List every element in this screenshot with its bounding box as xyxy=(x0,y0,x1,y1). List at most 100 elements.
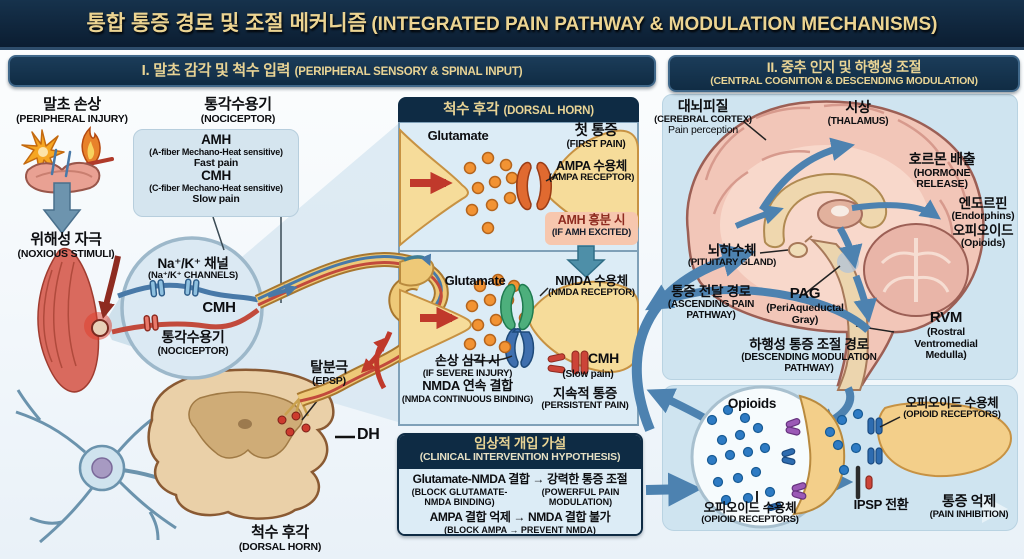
cmh-fiber-label: CMH xyxy=(196,299,242,317)
section2-header: II. 중추 인지 및 하행성 조절 (CENTRAL COGNITION & … xyxy=(668,55,1020,92)
cmh-slow-icon xyxy=(547,350,589,375)
opioid-receptors-right-label: 오피오이드 수용체 (OPIOID RECEPTORS) xyxy=(882,396,1022,421)
presynaptic-terminal-1 xyxy=(399,127,469,248)
glutamate2-text: Glutamate xyxy=(444,273,506,288)
bound-glutamate xyxy=(498,340,512,354)
severe-leader xyxy=(467,355,513,362)
muscle-striations xyxy=(43,261,77,369)
receptors-left-en: (OPIOID RECEPTORS) xyxy=(701,514,799,525)
cmh-slow-label: CMH xyxy=(588,350,636,367)
hormone-release-arrow xyxy=(851,199,941,220)
receptors-right-leader xyxy=(879,416,901,428)
nmda-receptor-label: NMDA 수용체 (NMDA RECEPTOR) xyxy=(543,274,640,299)
cmh-desc: (C-fiber Mechano-Heat sensitive) xyxy=(149,183,283,194)
na-k-channel-icon-2 xyxy=(184,278,200,297)
title-korean: 통합 통증 경로 및 조절 메커니즘 xyxy=(86,12,367,35)
noxious-down-arrow-icon xyxy=(42,182,82,235)
nmda-en: (NMDA RECEPTOR) xyxy=(548,287,635,298)
pag-region xyxy=(837,251,859,273)
hormone-en: (HORMONE RELEASE) xyxy=(913,166,971,191)
dh-panel-ko: 척수 후각 xyxy=(443,102,499,118)
glutamate1-label: Glutamate xyxy=(415,128,501,144)
amh-excited-ko: AMH 흥분 시 xyxy=(557,213,626,227)
continuous-ko: NMDA 연속 결합 xyxy=(422,378,513,394)
rvm-abbr: RVM xyxy=(929,309,963,326)
glutamate2-label: Glutamate xyxy=(432,273,518,289)
nociceptor-top-label: 통각수용기 (NOCICEPTOR) xyxy=(182,96,294,126)
ipsp-label: IPSP 전환 xyxy=(836,497,926,513)
nmda-leader xyxy=(539,287,549,297)
persistent-ko: 지속적 통증 xyxy=(552,386,618,401)
nmda-synapse-illustration xyxy=(373,253,639,390)
opioid-molecules-right xyxy=(824,408,864,476)
dh-panel-en: (DORSAL HORN) xyxy=(503,105,594,117)
injury-en: (PERIPHERAL INJURY) xyxy=(16,112,128,125)
channels-en: (Na⁺/K⁺ CHANNELS) xyxy=(147,270,239,282)
section1-header: I. 말초 감각 및 척수 입력 (PERIPHERAL SENSORY & S… xyxy=(8,55,656,87)
burst-core xyxy=(38,147,48,157)
dh-label: DH xyxy=(357,426,397,444)
dorsal-horn-panel-header: 척수 후각 (DORSAL HORN) xyxy=(398,97,639,122)
na-k-channel-icon-1 xyxy=(149,279,166,298)
dendrite-1 xyxy=(15,389,86,454)
epsp-ko: 탈분극 xyxy=(310,359,348,375)
first-pain-label: 첫 통증 (FIRST PAIN) xyxy=(553,123,639,150)
bundle-blue-arrow xyxy=(267,284,298,298)
slow-pain-label: (Slow pain) xyxy=(546,369,630,380)
cmh2-text: CMH xyxy=(588,350,619,366)
amh-excited-box: AMH 흥분 시 (IF AMH EXCITED) xyxy=(545,212,638,245)
hypothesis-sub2: (BLOCK AMPA → PREVENT NMDA) xyxy=(444,524,596,535)
pituitary-ko: 뇌하수체 xyxy=(707,243,757,258)
a-fiber xyxy=(117,282,259,303)
pag-en: (PeriAqueductal Gray) xyxy=(766,301,844,326)
pain-inhibition-label: 통증 억제 (PAIN INHIBITION) xyxy=(918,493,1020,520)
central-canal xyxy=(238,419,252,429)
hypothesis-line2: AMPA 결합 억제 → NMDA 결합 불가 xyxy=(429,509,611,524)
glutamate-vesicles-1 xyxy=(463,151,519,235)
fiber-types-box: AMH (A-fiber Mechano-Heat sensitive) Fas… xyxy=(133,129,299,217)
clinical-hypothesis-panel: 임상적 개입 가설 (CLINICAL INTERVENTION HYPOTHE… xyxy=(397,433,643,536)
continuous-en: (NMDA CONTINUOUS BINDING) xyxy=(401,393,534,404)
hormone-label: 호르몬 배출 (HORMONE RELEASE) xyxy=(888,151,996,191)
bundle-blue-fiber xyxy=(257,255,443,309)
amh-pain: Fast pain xyxy=(193,156,239,169)
ampa-receptor-icon xyxy=(516,161,552,211)
thalamus-label: 시상 (THALAMUS) xyxy=(812,99,904,127)
endorphins-en: (Endorphins) xyxy=(951,210,1015,223)
pituitary-shape xyxy=(788,242,808,258)
inhibition-en: (PAIN INHIBITION) xyxy=(929,508,1009,520)
ascending-pathway-arrow xyxy=(631,243,756,432)
descending-arrow-1 xyxy=(836,226,863,270)
injury-arrow xyxy=(98,255,121,319)
cmh-title: CMH xyxy=(201,168,231,184)
amh-title: AMH xyxy=(201,132,231,147)
dh-text: DH xyxy=(357,426,380,443)
persistent-pain-label: 지속적 통증 (PERSISTENT PAIN) xyxy=(532,386,638,412)
endorphin-opioid-label: 엔도르핀 (Endorphins) 오피오이드 (Opioids) xyxy=(942,196,1024,250)
nociceptor2-en: (NOCICEPTOR) xyxy=(157,345,229,357)
nociceptor-en: (NOCICEPTOR) xyxy=(200,112,276,125)
nociceptor-ko: 통각수용기 xyxy=(204,96,272,113)
nucleus xyxy=(91,457,113,479)
nerve-needles xyxy=(50,148,72,178)
hypothesis-body: Glutamate-NMDA 결합 → 강력한 통증 조절 (BLOCK GLU… xyxy=(399,469,641,535)
injury-icons xyxy=(21,126,114,194)
ascending-ko: 통증 전달 경로 xyxy=(671,284,751,299)
hormone-ko: 호르몬 배출 xyxy=(908,151,976,167)
hypothesis-to-opioid-arrow xyxy=(645,472,703,507)
dorsal-horn-en: (DORSAL HORN) xyxy=(238,540,322,553)
thalamus-ko: 시상 xyxy=(845,99,871,115)
flame-core xyxy=(87,141,95,160)
dendrite-2 xyxy=(29,487,94,544)
rvm-label: RVM (Rostral Ventromedial Medulla) xyxy=(896,309,996,362)
neuron-illustration xyxy=(15,389,199,544)
descending-pathway-label: 하행성 통증 조절 경로 (DESCENDING MODULATION PATH… xyxy=(730,337,888,374)
thalamus-en: (THALAMUS) xyxy=(827,115,889,127)
slow-pain-text: (Slow pain) xyxy=(562,369,614,380)
inhibition-ko: 통증 억제 xyxy=(942,493,996,509)
endorphins-ko: 엔도르핀 xyxy=(958,196,1008,211)
amh-desc: (A-fiber Mechano-Heat sensitive) xyxy=(149,146,283,157)
noxious-en: (NOXIOUS STIMULI) xyxy=(17,247,115,260)
noxious-stimuli-label: 위해성 자극 (NOXIOUS STIMULI) xyxy=(2,231,130,261)
